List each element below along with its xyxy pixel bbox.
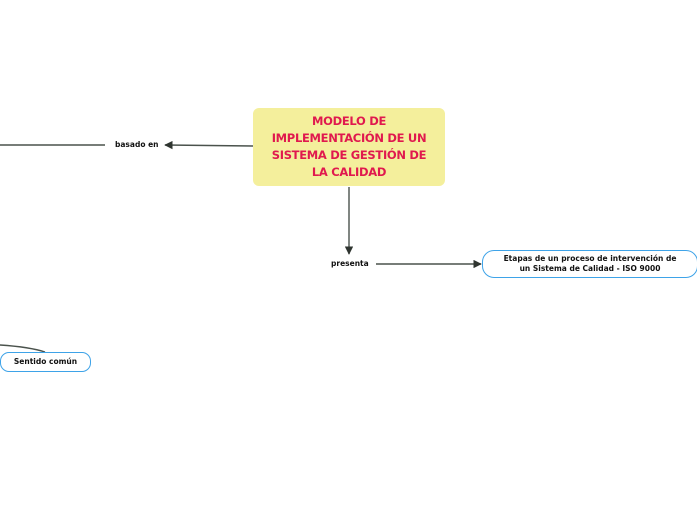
relationship-label-basado-en[interactable]: basado en	[115, 140, 159, 149]
central-topic[interactable]: MODELO DE IMPLEMENTACIÓN DE UN SISTEMA D…	[253, 108, 445, 186]
connector-to-sentido	[0, 344, 46, 353]
topic-etapas-label: Etapas de un proceso de intervención de …	[503, 254, 677, 273]
topic-sentido-comun[interactable]: Sentido común	[0, 352, 91, 372]
central-topic-label: MODELO DE IMPLEMENTACIÓN DE UN SISTEMA D…	[271, 114, 427, 179]
topic-sentido-label: Sentido común	[13, 357, 78, 366]
topic-etapas-iso-9000[interactable]: Etapas de un proceso de intervención de …	[482, 250, 697, 278]
connector-central-to-basado-en	[164, 140, 254, 150]
relationship-label-presenta[interactable]: presenta	[331, 259, 369, 268]
